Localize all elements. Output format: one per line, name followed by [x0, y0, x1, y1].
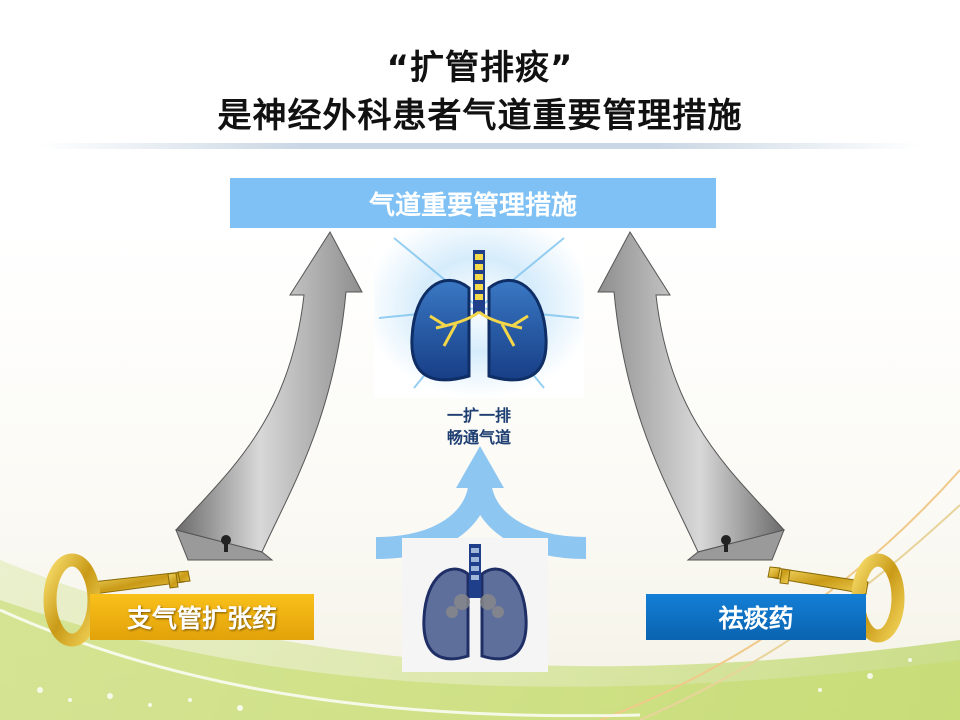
center-up-arrow [375, 478, 587, 559]
center-caption-line1: 一扩一排 [446, 406, 511, 425]
right-up-arrow [597, 231, 785, 561]
expectorant-label: 祛痰药 [646, 594, 866, 640]
airway-management-box: 气道重要管理措施 [230, 178, 716, 228]
page-title-line1: “扩管排痰” [386, 48, 574, 88]
lungs-blocked-image [402, 538, 548, 672]
title-divider [40, 143, 920, 149]
page-title-line2: 是神经外科患者气道重要管理措施 [217, 96, 743, 136]
bronchodilator-label: 支气管扩张药 [90, 594, 314, 640]
center-caption-line2: 畅通气道 [446, 428, 511, 447]
lungs-open-image [374, 228, 584, 398]
left-up-arrow [175, 231, 363, 561]
